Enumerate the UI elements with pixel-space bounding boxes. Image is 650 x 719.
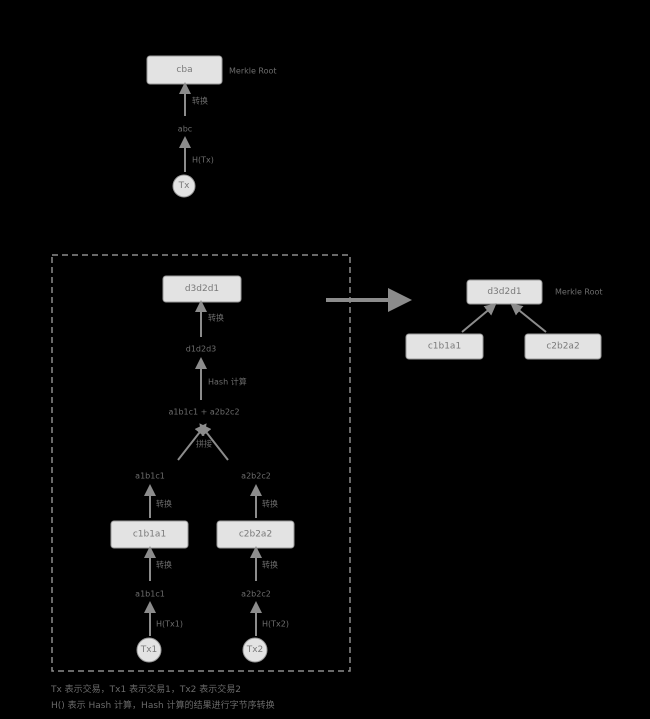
left-tx2-node [242,637,268,663]
left-h2: a2b2c2 [241,590,271,599]
footnote-line-2: H() 表示 Hash 计算，Hash 计算的结果进行字节序转换 [51,699,275,711]
right-root-box [466,279,543,305]
top-section: cba Merkle Root 转换 abc H(Tx) Tx [146,55,277,198]
footnote-line-1: Tx 表示交易，Tx1 表示交易1，Tx2 表示交易2 [50,683,241,695]
top-root-text: cba [176,65,192,75]
top-step-lower: H(Tx) [192,156,214,165]
right-section: d3d2d1 Merkle Root c1b1a1 c2b2a2 [405,279,603,360]
left-step-c2: 转换 [262,499,278,509]
left-step-concat: 拼接 [196,439,212,449]
right-merkle-root-label: Merkle Root [555,288,603,297]
left-tx1-text: Tx1 [140,645,158,655]
top-mid-value: abc [178,125,192,134]
left-step-root: 转换 [208,313,224,323]
left-step-h1: 转换 [156,560,172,570]
left-concat: a1b1c1 + a2b2c2 [168,408,239,417]
right-root-text: d3d2d1 [487,287,521,297]
left-step-h2: 转换 [262,560,278,570]
left-c1-text: c1b1a1 [133,530,166,540]
left-tx2-text: Tx2 [246,645,264,655]
left-c2-text: c2b2a2 [239,530,272,540]
top-step-upper: 转换 [192,96,208,106]
top-tx-node [172,174,196,198]
left-label-h2: H(Tx2) [262,620,289,629]
left-label-h1: H(Tx1) [156,620,183,629]
left-a1: a1b1c1 [135,472,165,481]
right-arrow-right [510,303,547,333]
dashed-frame [51,254,351,672]
left-arrow-concat-1 [177,423,207,461]
right-leaf1-text: c1b1a1 [428,342,461,352]
left-section: d3d2d1 转换 d1d2d3 Hash 计算 a1b1c1 + a2b2c2… [51,254,351,672]
right-arrow-left [461,303,497,333]
left-a2: a2b2c2 [241,472,271,481]
top-tx-text: Tx [178,181,190,191]
left-tx1-node [136,637,162,663]
right-leaf2-box [524,333,602,360]
left-step-hash: Hash 计算 [208,377,247,387]
left-step-c1: 转换 [156,499,172,509]
right-leaf2-text: c2b2a2 [546,342,579,352]
left-h1: a1b1c1 [135,590,165,599]
left-root-text: d3d2d1 [185,284,219,294]
right-leaf1-box [405,333,484,360]
left-arrow-concat-2 [199,423,229,461]
top-merkle-root-label: Merkle Root [229,67,277,76]
left-concat-hash: d1d2d3 [186,345,217,354]
